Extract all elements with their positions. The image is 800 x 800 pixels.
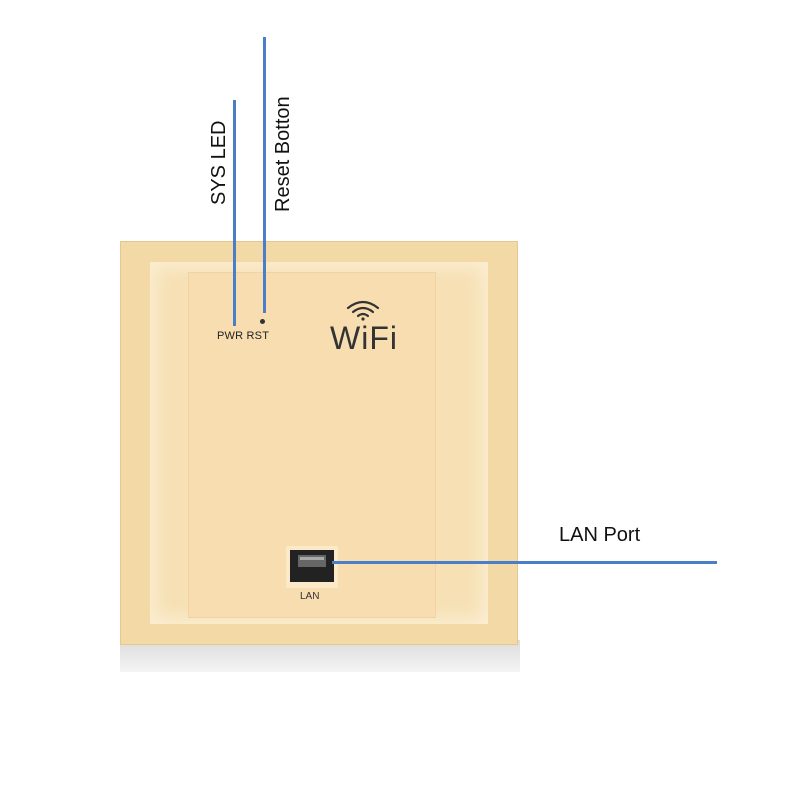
led-labels: PWR RST — [217, 330, 270, 342]
wifi-icon — [346, 299, 380, 326]
sys-led-callout-line — [233, 100, 236, 326]
wifi-brand-text: WiFi — [330, 320, 398, 356]
sys-led-callout-label: SYS LED — [208, 120, 230, 205]
lan-port-label: LAN — [300, 591, 320, 602]
lan-port-callout-label: LAN Port — [559, 524, 641, 546]
rj45-port-icon[interactable] — [286, 546, 338, 593]
reset-callout-line — [263, 37, 266, 313]
lan-callout-line — [332, 561, 717, 564]
reset-hole[interactable] — [260, 319, 265, 324]
device-shadow — [120, 640, 520, 672]
reset-button-callout-label: Reset Botton — [272, 96, 294, 212]
